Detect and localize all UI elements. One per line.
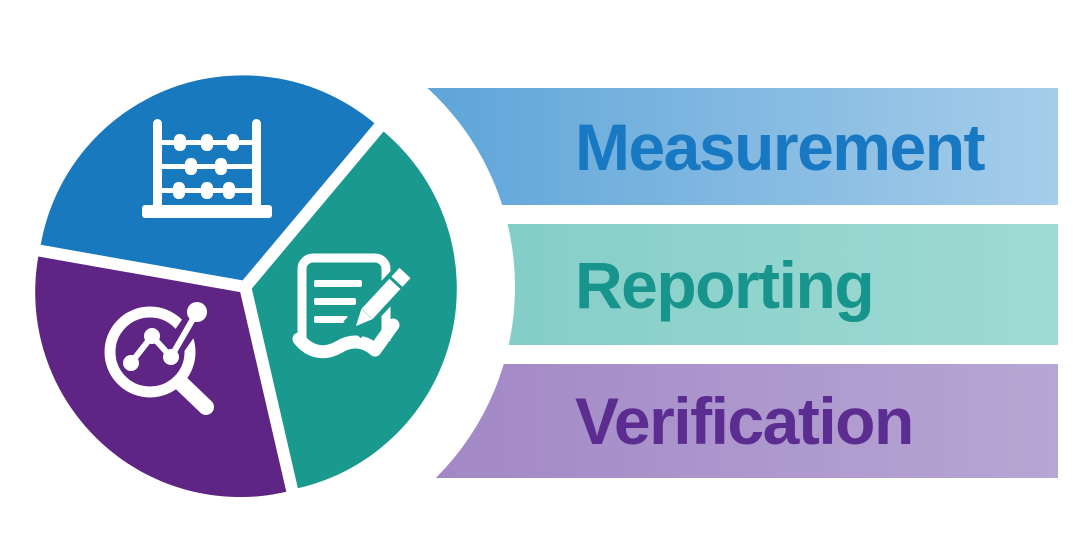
pie-segment-measurement <box>40 75 375 281</box>
label-verification: Verification <box>575 384 914 458</box>
bar-measurement <box>400 88 1058 205</box>
abacus-icon <box>142 119 272 218</box>
pie-segment-reporting <box>251 131 457 489</box>
document-pencil-icon <box>292 253 419 359</box>
pie-segment-verification <box>35 256 287 498</box>
magnifier-chart-icon <box>104 297 215 415</box>
pie-chart <box>35 75 457 498</box>
label-reporting: Reporting <box>575 247 875 322</box>
bar-verification <box>400 364 1058 478</box>
label-measurement: Measurement <box>575 109 986 184</box>
